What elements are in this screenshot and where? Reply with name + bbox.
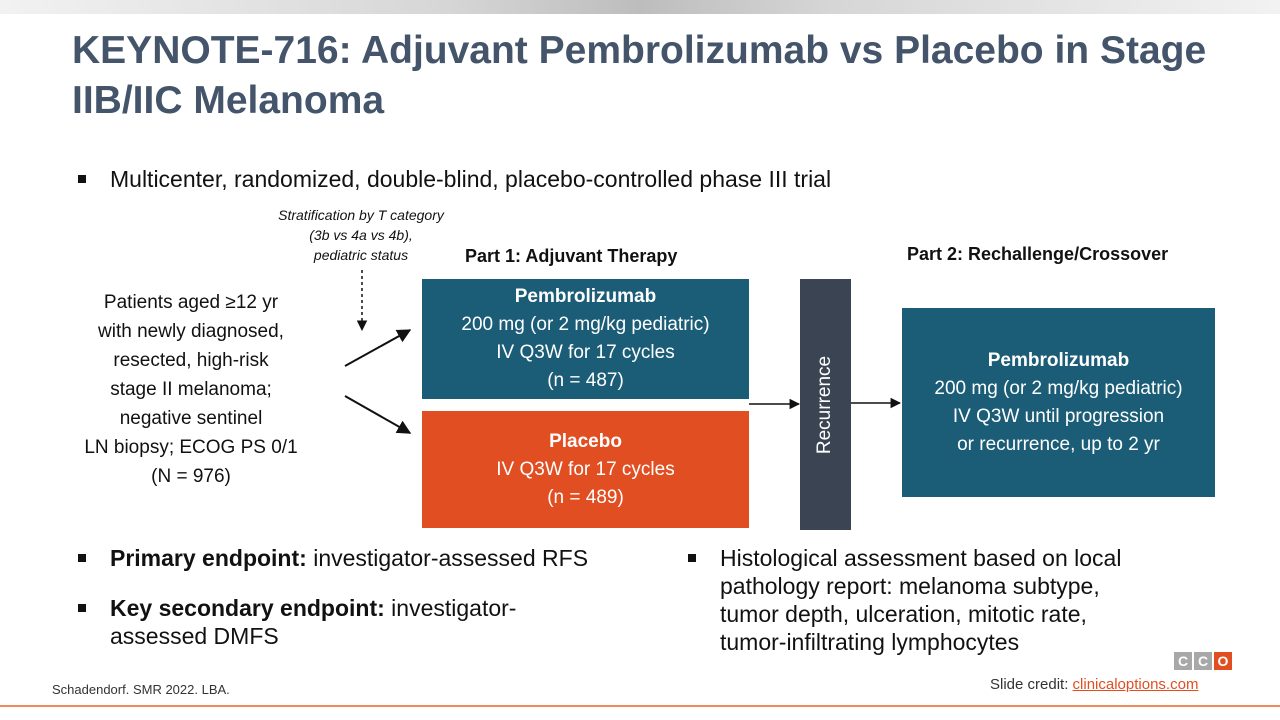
cco-logo: C C O (1174, 652, 1232, 670)
rechallenge-box: Pembrolizumab 200 mg (or 2 mg/kg pediatr… (902, 308, 1215, 497)
part2-header: Part 2: Rechallenge/Crossover (907, 244, 1169, 264)
design-bullet-text: Multicenter, randomized, double-blind, p… (110, 166, 832, 192)
slide-title: KEYNOTE-716: Adjuvant Pembrolizumab vs P… (72, 29, 1207, 122)
rechallenge-drug-name: Pembrolizumab (987, 349, 1130, 371)
stratification-note: Stratification by T category (3b vs 4a v… (278, 207, 444, 263)
placebo-arm-box: Placebo IV Q3W for 17 cycles (n = 489) (422, 411, 749, 528)
slide-credit: Slide credit: clinicaloptions.com (990, 676, 1199, 693)
primary-endpoint-bullet: Primary endpoint: investigator-assessed … (78, 544, 588, 572)
pembrolizumab-arm-name: Pembrolizumab (514, 286, 657, 307)
recurrence-label: Recurrence (814, 355, 836, 454)
pembrolizumab-arm-box: Pembrolizumab 200 mg (or 2 mg/kg pediatr… (422, 279, 749, 399)
placebo-arm-name: Placebo (549, 430, 622, 452)
bullet-square-icon (688, 554, 696, 562)
design-bullet: Multicenter, randomized, double-blind, p… (78, 165, 831, 193)
reference-citation: Schadendorf. SMR 2022. LBA. (52, 682, 230, 697)
bullet-square-icon (78, 175, 86, 183)
secondary-endpoint-bullet: Key secondary endpoint: investigator- as… (78, 594, 516, 650)
top-gradient-bar (0, 0, 1280, 14)
recurrence-box: Recurrence (800, 279, 851, 530)
bottom-accent-line (0, 705, 1280, 707)
credit-link[interactable]: clinicaloptions.com (1072, 676, 1199, 693)
randomize-arrow-pembro (344, 329, 412, 367)
part1-header: Part 1: Adjuvant Therapy (465, 246, 678, 266)
bullet-square-icon (78, 554, 86, 562)
randomize-arrow-placebo (344, 395, 412, 434)
bullet-square-icon (78, 604, 86, 612)
histology-bullet: Histological assessment based on local p… (688, 544, 1121, 656)
patient-population: Patients aged ≥12 yr with newly diagnose… (84, 292, 298, 487)
